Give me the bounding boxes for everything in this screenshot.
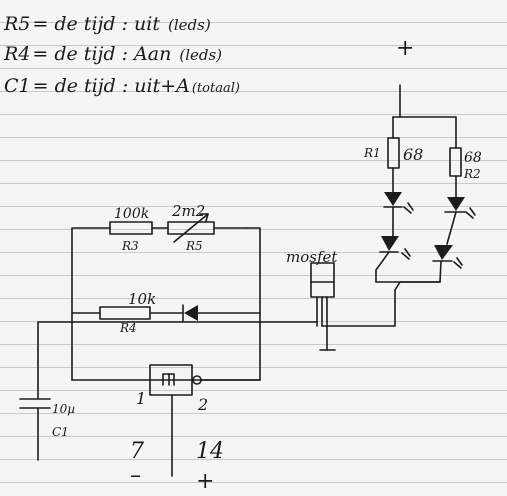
supply-plus-label: + — [396, 36, 414, 61]
mosfet-body — [310, 262, 335, 298]
rail-drops — [392, 116, 457, 149]
schmitt-trigger-ic — [149, 364, 193, 396]
r1-label: R1 — [363, 146, 381, 160]
pin1-label: 1 — [136, 389, 146, 408]
r4-value: 10k — [128, 290, 156, 308]
potentiometer-arrow — [173, 213, 209, 243]
hysteresis-icon — [162, 373, 175, 386]
mosfet-legs — [316, 296, 328, 351]
note-r4: R4= de tijd : Aan(leds) — [3, 43, 222, 65]
led-return-left — [375, 251, 441, 283]
r1-value: 68 — [403, 145, 423, 164]
arrow-head-icon — [199, 213, 209, 222]
led-2-icon — [447, 197, 465, 211]
capacitor-c1 — [19, 398, 51, 409]
r2-value: 68 — [464, 150, 482, 166]
pin7-label: 7 — [130, 439, 144, 464]
led-return-right — [394, 260, 442, 291]
r3-label: R3 — [121, 239, 139, 253]
r2-label: R2 — [463, 167, 481, 181]
minus-label: – — [130, 463, 141, 488]
r5-label: R5 — [185, 239, 203, 253]
led-3-icon — [381, 236, 399, 251]
mosfet-label: mosfet — [286, 248, 338, 266]
pin14-label: 14 — [196, 439, 224, 464]
led-1-icon — [384, 192, 402, 206]
resistor-r3 — [109, 221, 153, 235]
pin2-label: 2 — [197, 395, 208, 414]
drain-wire — [321, 289, 396, 327]
c1-value: 10µ — [52, 402, 75, 416]
r5-value: 2m2 — [171, 202, 205, 220]
cap-wire — [37, 321, 261, 399]
led-2-bar — [444, 207, 476, 219]
diode-icon — [184, 305, 198, 321]
led-4-bar — [432, 257, 463, 269]
plus-label: + — [196, 469, 214, 494]
notes-block: R5= de tijd : uit(leds) R4= de tijd : Aa… — [3, 13, 240, 97]
resistor-r4 — [99, 306, 151, 320]
led-4-icon — [434, 245, 453, 260]
note-c1: C1= de tijd : uit+A(totaal) — [4, 75, 240, 97]
r3-value: 100k — [114, 206, 149, 222]
led-wire-4 — [446, 211, 457, 245]
left-rail — [71, 227, 111, 381]
resistor-r2 — [449, 147, 462, 177]
right-rail — [149, 227, 261, 381]
resistor-r1 — [387, 137, 400, 169]
led-1-bar — [383, 202, 414, 214]
r4-label: R4 — [119, 321, 137, 335]
note-r5: R5= de tijd : uit(leds) — [3, 13, 211, 35]
c1-label: C1 — [52, 425, 69, 439]
